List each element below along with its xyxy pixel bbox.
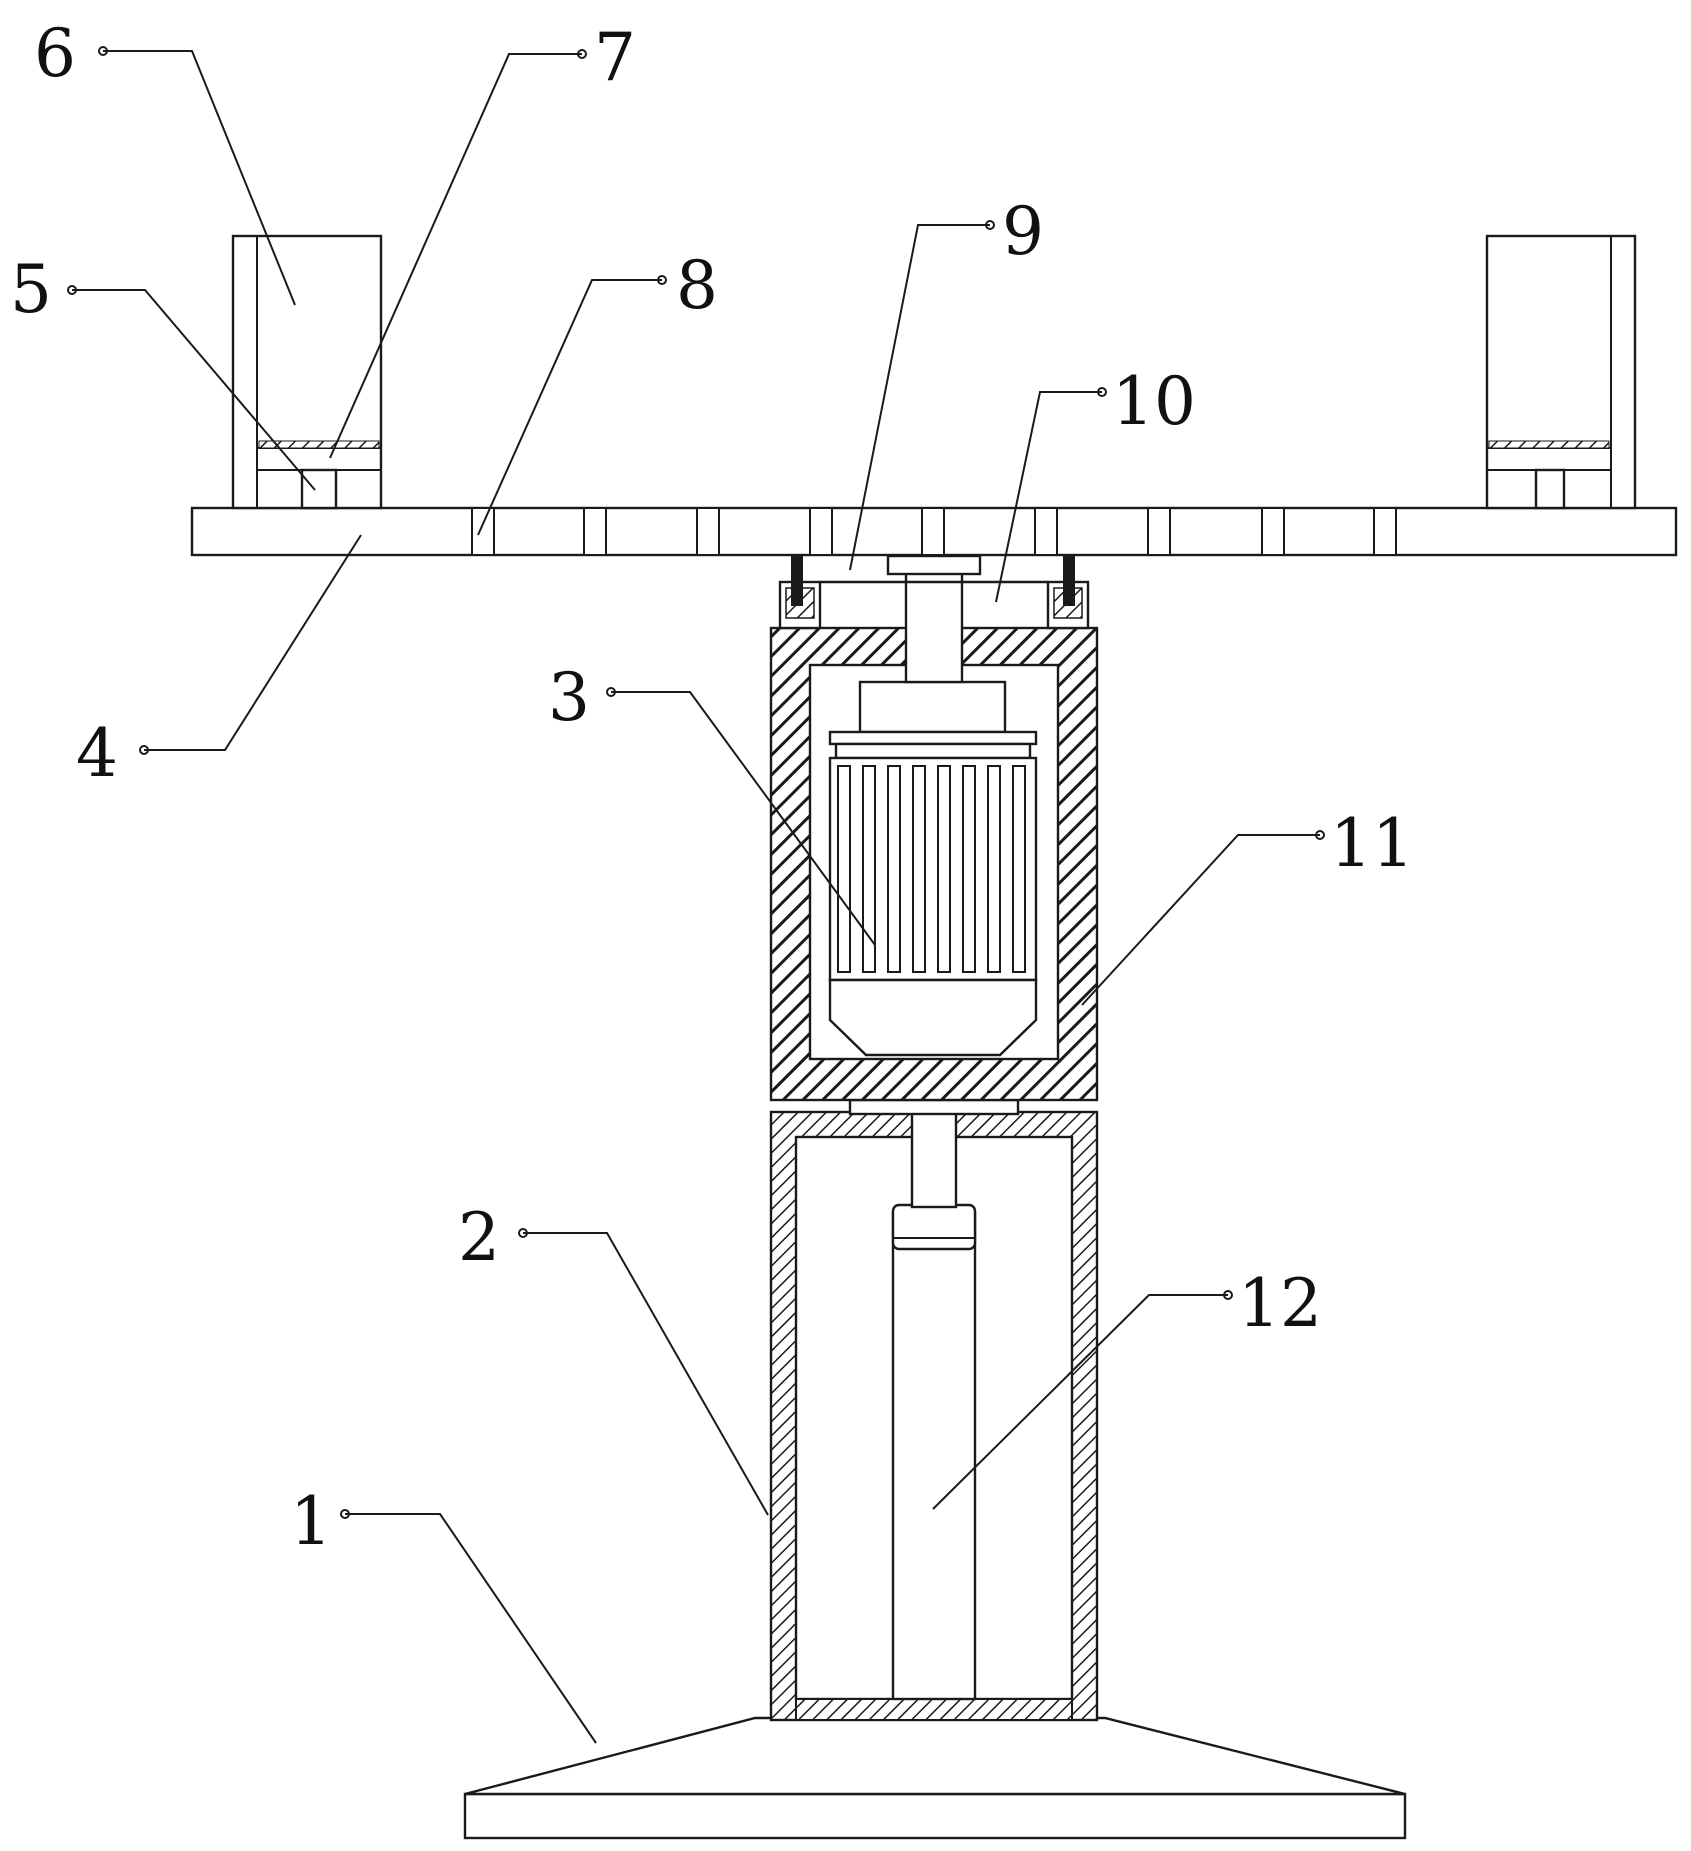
plate-slots (471, 507, 1397, 556)
callout-4: 4 (76, 715, 118, 792)
housing-connector (848, 1098, 1020, 1116)
right-holder (1485, 234, 1637, 510)
plate-slot (809, 507, 833, 556)
motor-fin (937, 765, 951, 973)
plate-slot (1373, 507, 1397, 556)
motor-fin (962, 765, 976, 973)
motor-fin (1012, 765, 1026, 973)
callout-8: 8 (676, 247, 718, 324)
lift-cylinder (891, 1110, 977, 1701)
leader-lines (67, 46, 1325, 1744)
callout-5: 5 (10, 251, 52, 328)
top-plate (190, 506, 1678, 557)
callout-2: 2 (458, 1199, 500, 1276)
callout-11: 11 (1330, 805, 1414, 882)
callout-10: 10 (1112, 363, 1196, 440)
motor-fin (862, 765, 876, 973)
plate-slot (921, 507, 945, 556)
plate-slot (1034, 507, 1058, 556)
plate-slot (696, 507, 720, 556)
bearing-blocks (778, 554, 1090, 630)
plate-slot (471, 507, 495, 556)
callout-6: 6 (34, 15, 76, 92)
motor-fins (837, 765, 1026, 973)
callout-12: 12 (1238, 1265, 1322, 1342)
motor-fin (837, 765, 851, 973)
callout-3: 3 (548, 659, 590, 736)
motor-shaft (886, 554, 982, 684)
callout-labels: 6 7 5 8 9 10 4 3 11 2 12 1 (10, 15, 1414, 1560)
base (463, 1716, 1407, 1840)
plate-slot (1147, 507, 1171, 556)
callout-9: 9 (1002, 193, 1044, 270)
left-holder (231, 234, 383, 510)
plate-slot (1261, 507, 1285, 556)
motor-fin (912, 765, 926, 973)
plate-slot (583, 507, 607, 556)
motor-fin (887, 765, 901, 973)
motor-fin (987, 765, 1001, 973)
motor (828, 680, 1038, 1057)
callout-1: 1 (290, 1483, 332, 1560)
callout-7: 7 (594, 19, 636, 96)
